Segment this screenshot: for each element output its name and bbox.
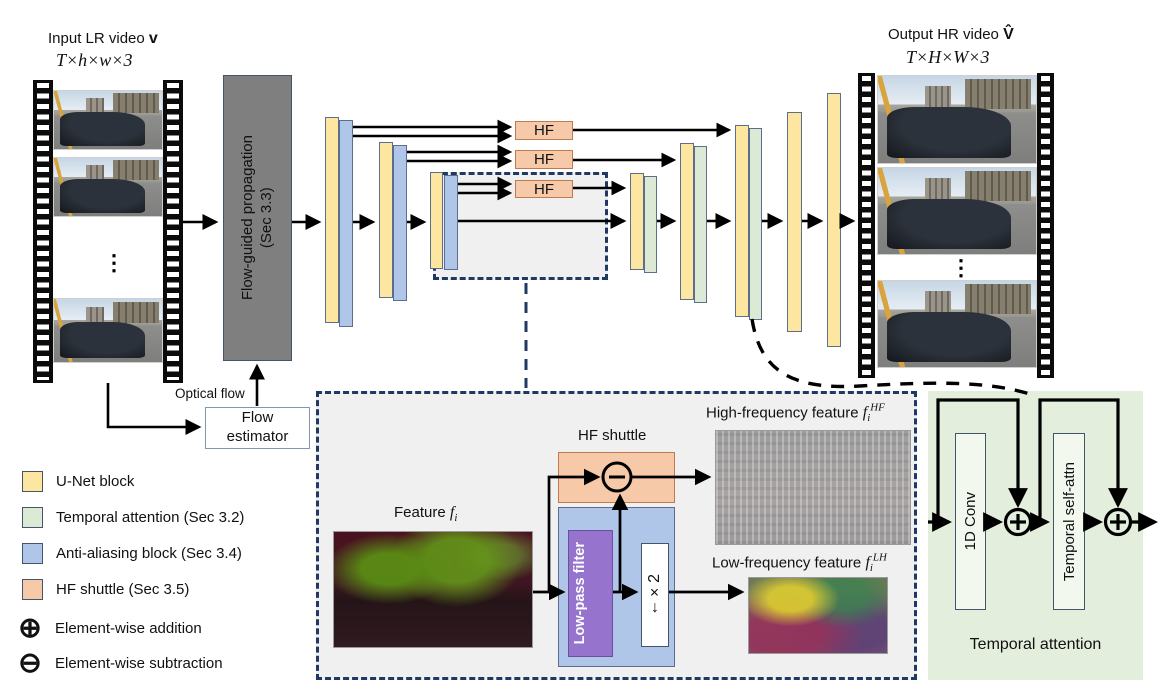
temporal-attention-block-2 xyxy=(694,146,707,303)
unet-decoder-block-2 xyxy=(680,143,694,300)
video-frame xyxy=(877,280,1037,368)
minus-circle-icon: ⊖ xyxy=(18,647,42,678)
hf-shuttle-box-3: HF xyxy=(515,180,573,198)
legend-item-anti-aliasing: Anti-aliasing block (Sec 3.4) xyxy=(22,543,242,564)
unet-encoder-block-3 xyxy=(430,172,443,269)
unet-decoder-block-1 xyxy=(630,173,644,270)
optical-flow-label: Optical flow xyxy=(175,386,245,401)
hf-feature-label: High-frequency feature fiHF xyxy=(706,402,885,425)
input-dims: T×h×w×3 xyxy=(56,50,133,70)
film-sprocket xyxy=(163,80,183,383)
lowpass-filter-box: Low-pass filter xyxy=(568,530,613,657)
temporal-attention-swatch xyxy=(22,507,43,528)
anti-aliasing-swatch xyxy=(22,543,43,564)
unet-decoder-block-4 xyxy=(787,112,802,332)
output-film-strip: ⋮ xyxy=(858,73,1054,378)
input-video-label: Input LR video v xyxy=(48,30,158,47)
video-frame xyxy=(53,298,163,363)
temporal-self-attn-label: Temporal self-attn xyxy=(1060,461,1078,582)
legend-item-subtraction: ⊖ Element-wise subtraction xyxy=(18,647,223,678)
hf-shuttle-detail-box xyxy=(558,452,675,503)
down-arrow-icon: ↓ xyxy=(651,598,659,616)
conv1d-label: 1D Conv xyxy=(962,492,979,551)
downsample-factor: ×2 xyxy=(646,574,663,600)
hf-shuttle-title: HF shuttle xyxy=(578,427,647,444)
legend-item-temporal-attention: Temporal attention (Sec 3.2) xyxy=(22,507,244,528)
lf-feature-image xyxy=(748,577,888,654)
conv1d-box: 1D Conv xyxy=(955,433,986,610)
plus-circle-icon: ⊕ xyxy=(18,612,42,643)
film-sprocket xyxy=(1037,73,1054,378)
temporal-attention-block-3 xyxy=(749,128,762,320)
video-frame xyxy=(53,90,163,150)
downsample-box: ×2 ↓ xyxy=(641,543,669,647)
hf-shuttle-box-1: HF xyxy=(515,121,573,140)
video-frame xyxy=(877,75,1037,164)
video-frame xyxy=(877,167,1037,255)
unet-swatch xyxy=(22,471,43,492)
anti-aliasing-block-1 xyxy=(339,120,353,327)
unet-decoder-block-3 xyxy=(735,125,749,317)
hf-shuttle-swatch xyxy=(22,579,43,600)
feature-map-image xyxy=(333,531,533,648)
lowpass-filter-label: Low-pass filter xyxy=(571,542,588,645)
legend-item-unet: U-Net block xyxy=(22,471,134,492)
lf-feature-label: Low-frequency feature fiLH xyxy=(712,552,887,575)
input-film-strip: ⋮ xyxy=(33,80,183,383)
unet-encoder-block-2 xyxy=(379,142,393,298)
flow-estimator-box: Flow estimator xyxy=(205,407,310,449)
legend-item-hf-shuttle: HF shuttle (Sec 3.5) xyxy=(22,579,189,600)
feature-label: Feature fi xyxy=(394,504,458,525)
film-sprocket xyxy=(33,80,53,383)
output-video-label: Output HR video V̂ xyxy=(888,26,1014,43)
flow-guided-propagation-label: Flow-guided propagation (Sec 3.3) xyxy=(238,135,275,301)
ellipsis-dots: ⋮ xyxy=(950,255,972,280)
ellipsis-dots: ⋮ xyxy=(103,250,125,275)
video-frame xyxy=(53,157,163,217)
flow-guided-propagation-block: Flow-guided propagation (Sec 3.3) xyxy=(223,75,292,361)
hf-feature-image xyxy=(715,430,911,545)
film-sprocket xyxy=(858,73,875,378)
hf-shuttle-box-2: HF xyxy=(515,150,573,169)
anti-aliasing-block-2 xyxy=(393,145,407,301)
temporal-attention-block-1 xyxy=(644,176,657,273)
legend-item-addition: ⊕ Element-wise addition xyxy=(18,612,202,643)
anti-aliasing-block-3 xyxy=(444,175,458,270)
unet-encoder-block-1 xyxy=(325,117,339,323)
temporal-self-attn-box: Temporal self-attn xyxy=(1053,433,1085,610)
output-dims: T×H×W×3 xyxy=(906,47,990,67)
unet-decoder-block-5 xyxy=(827,93,841,347)
temporal-attention-title: Temporal attention xyxy=(969,636,1102,653)
